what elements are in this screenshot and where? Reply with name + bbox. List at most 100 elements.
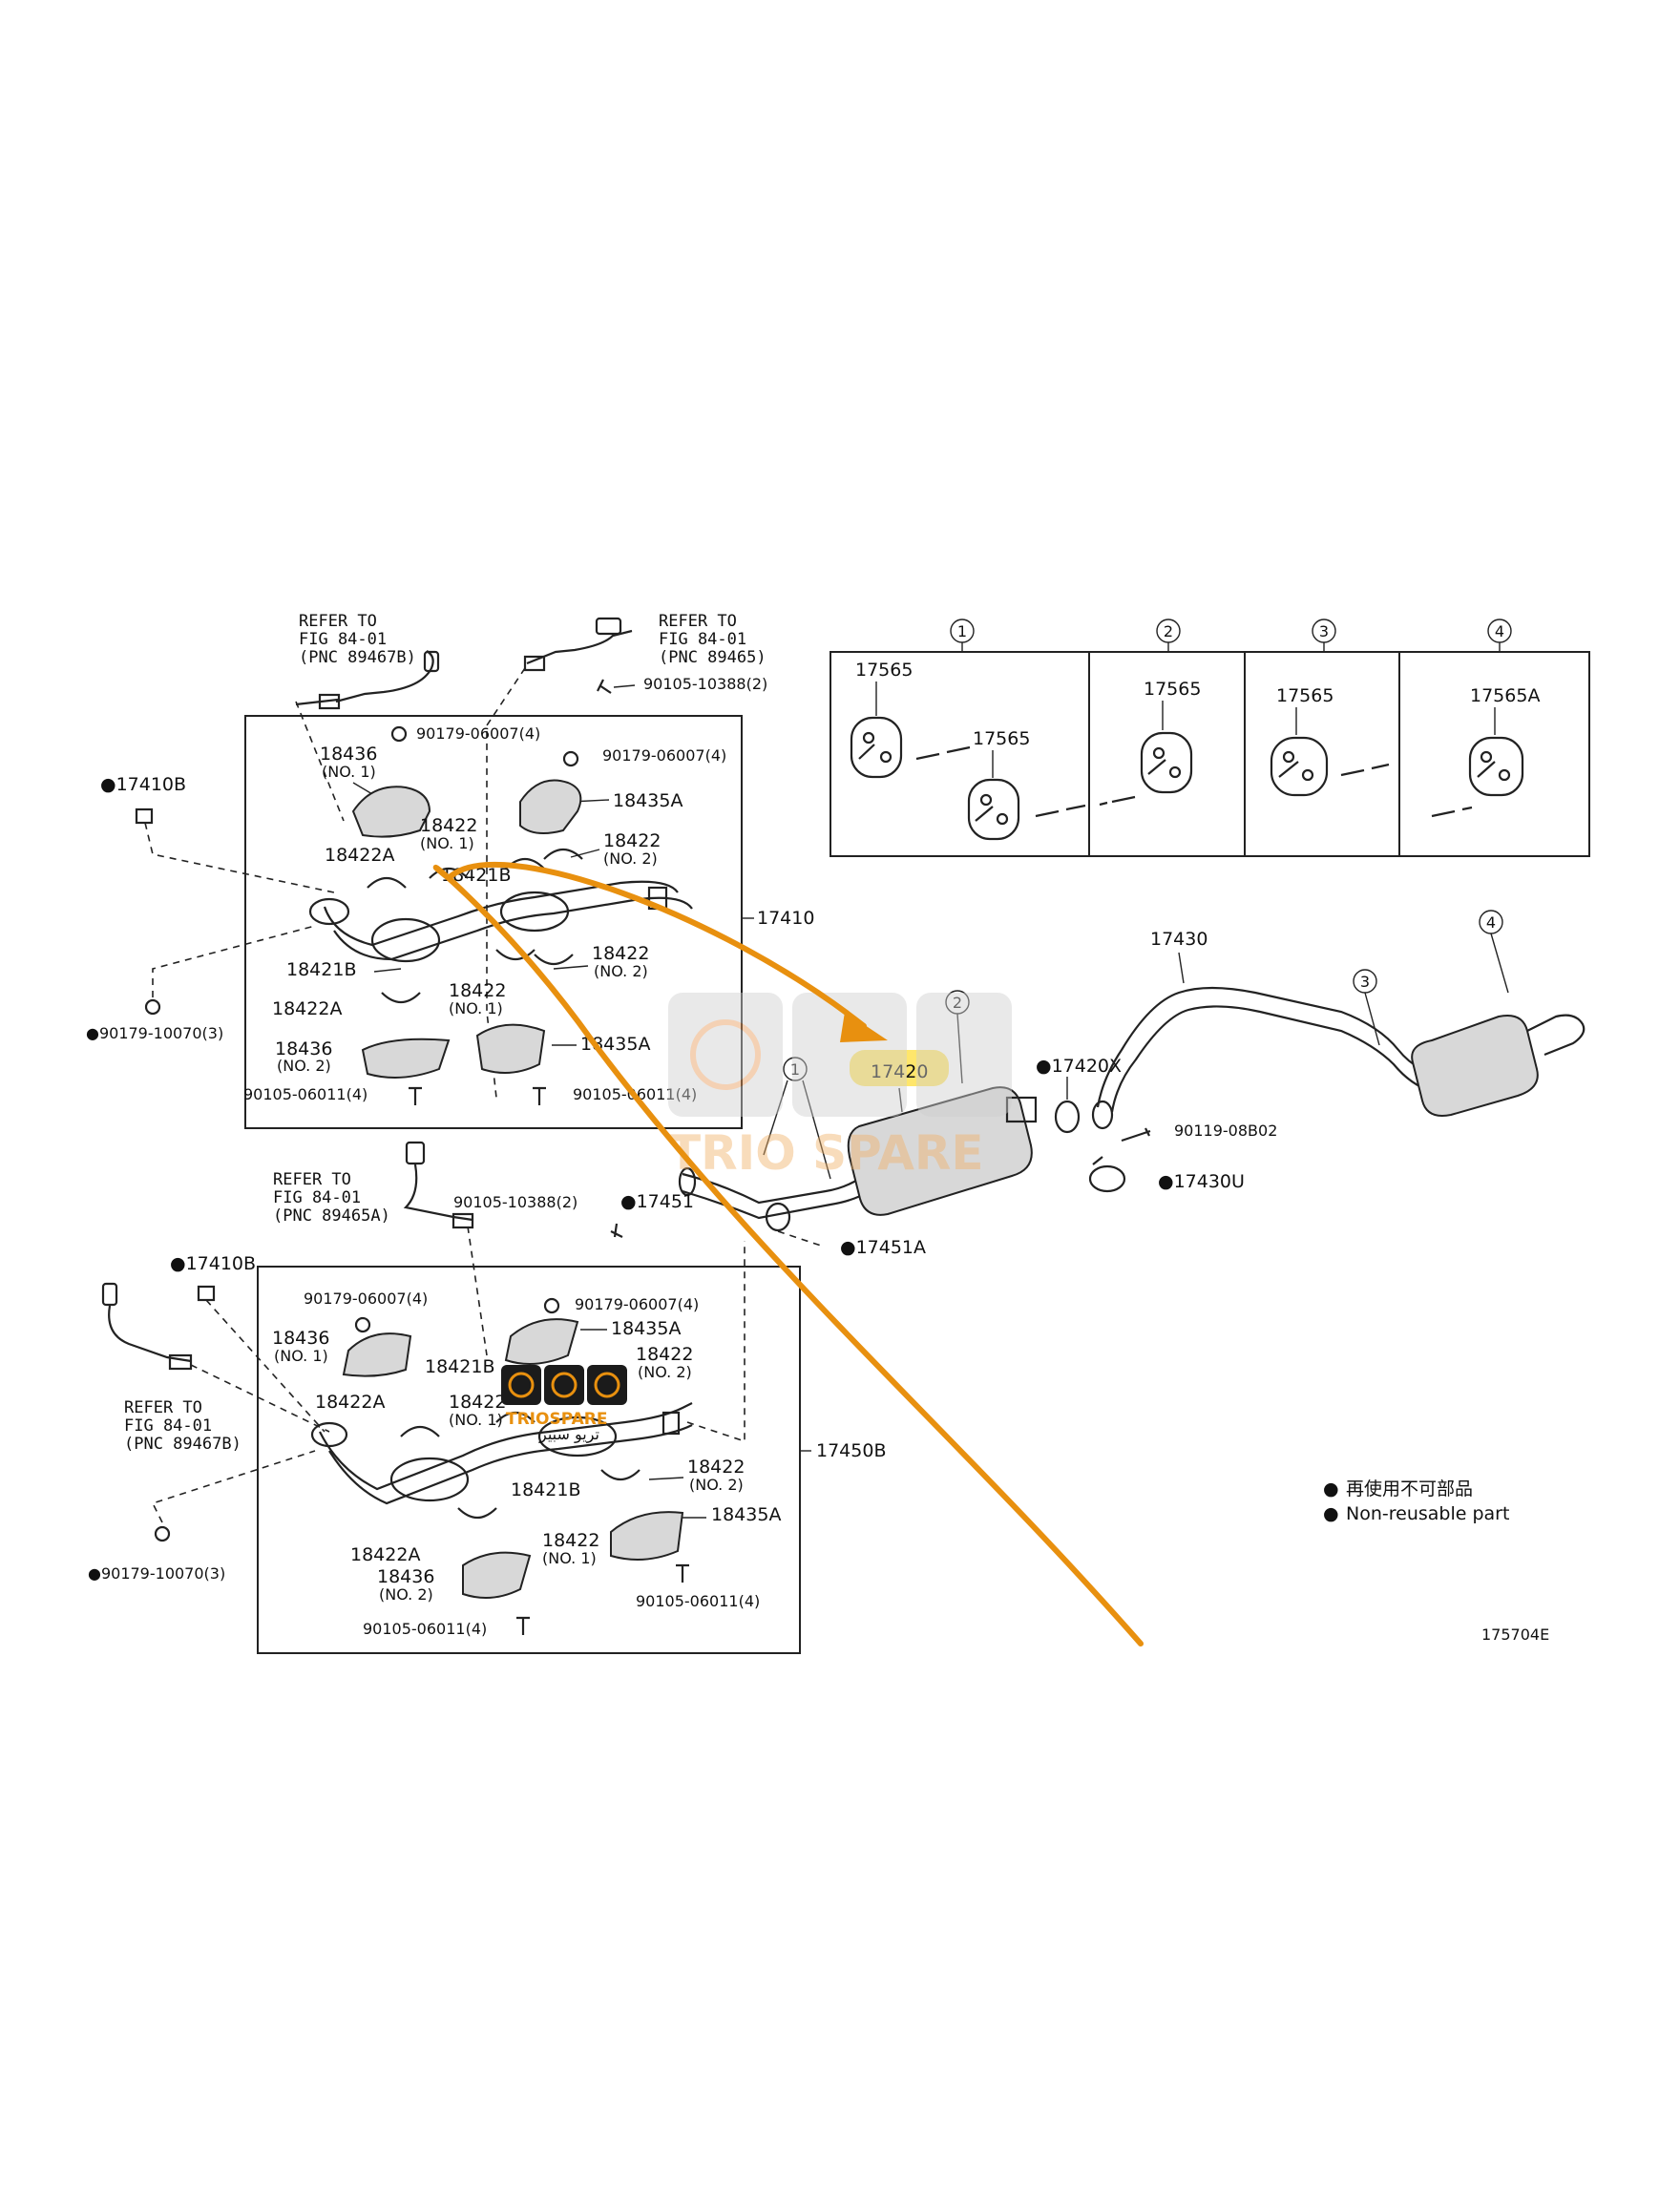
part-label: 18422 xyxy=(592,943,649,964)
part-label: ●17420X xyxy=(1036,1056,1122,1077)
panel-number-4: 4 xyxy=(1487,619,1512,652)
hanger-part-label: 17565 xyxy=(1276,685,1334,706)
refer-label: (PNC 89467B) xyxy=(299,648,416,667)
part-sub-label: (NO. 2) xyxy=(594,962,648,980)
figure-id: 175704E xyxy=(1481,1625,1549,1644)
front-exhaust-pipe-icon xyxy=(310,1402,693,1520)
refer-label: REFER TO xyxy=(273,1170,351,1189)
legend-bullet: ● xyxy=(1323,1503,1339,1524)
gasket-icon xyxy=(1054,1100,1081,1134)
rubber-hanger-icon xyxy=(967,778,1020,841)
part-label: ●90179-10070(3) xyxy=(86,1024,223,1042)
callout-3: 3 xyxy=(1353,969,1380,1046)
part-label: ●90179-10070(3) xyxy=(88,1564,225,1583)
gasket-icon xyxy=(135,807,154,825)
watermark-text: TRIO SPARE xyxy=(668,1125,984,1181)
bolt-icon xyxy=(409,1086,422,1105)
callout-2: 2 xyxy=(945,990,970,1084)
part-label: 18421B xyxy=(511,1479,580,1500)
part-sub-label: (NO. 1) xyxy=(274,1347,328,1365)
part-label: 90119-08B02 xyxy=(1174,1122,1277,1140)
muffler-icon xyxy=(847,1086,1038,1216)
panel-number-2: 2 xyxy=(1156,619,1181,652)
legend: ● 再使用不可部品 ● Non-reusable part xyxy=(1323,1478,1509,1524)
heat-insulator-icon xyxy=(361,1038,451,1079)
part-label: 18436 xyxy=(377,1566,434,1587)
heat-insulator-icon xyxy=(475,1023,546,1074)
gasket-icon xyxy=(197,1285,216,1302)
part-sub-label: (NO. 2) xyxy=(689,1476,744,1494)
svg-text:4: 4 xyxy=(1486,913,1496,932)
watermark-small: TRIOSPARE تريو سبير xyxy=(501,1365,627,1444)
hanger-panels-frame xyxy=(830,651,1590,857)
part-label: 90179-06007(4) xyxy=(575,1295,699,1313)
part-label: 18421B xyxy=(286,959,356,980)
refer-label: (PNC 89465) xyxy=(659,648,766,667)
part-label: 18422 xyxy=(449,1392,506,1413)
hanger-part-label: 17565 xyxy=(855,660,913,681)
refer-label: FIG 84-01 xyxy=(659,630,746,649)
part-label: 18436 xyxy=(275,1038,332,1059)
middle-section: 17420 ●17420X 17430 90119-08B02 ●17430U … xyxy=(453,910,1586,1258)
part-label: 18422A xyxy=(315,1392,385,1413)
svg-text:2: 2 xyxy=(953,994,962,1012)
part-label: 90179-06007(4) xyxy=(304,1290,428,1308)
part-label: 18422A xyxy=(325,845,394,866)
legend-text-jp: 再使用不可部品 xyxy=(1346,1478,1473,1499)
nut-icon xyxy=(562,750,579,767)
heat-insulator-icon xyxy=(342,1332,412,1377)
bolt-icon xyxy=(1121,1127,1151,1143)
rubber-hanger-icon xyxy=(1140,731,1193,794)
panel-number-3: 3 xyxy=(1312,619,1336,652)
svg-text:3: 3 xyxy=(1360,973,1370,991)
callout-1: 1 xyxy=(763,1057,831,1180)
part-sub-label: (NO. 1) xyxy=(542,1549,597,1567)
assembly-17450B-label: 17450B xyxy=(816,1440,886,1461)
clamp-icon xyxy=(1088,1156,1126,1193)
svg-text:1: 1 xyxy=(790,1060,800,1079)
part-label: 18422 xyxy=(603,830,661,851)
heat-insulator-icon xyxy=(351,786,431,838)
part-label: 18421B xyxy=(425,1356,494,1377)
bolt-icon xyxy=(516,1616,530,1635)
part-label: 18422A xyxy=(272,998,342,1019)
gasket-icon xyxy=(765,1202,791,1232)
part-sub-label: (NO. 2) xyxy=(603,849,658,868)
lower-group: 17450B REFER TO FIG 84-01 (PNC 89465A) R… xyxy=(88,1141,886,1654)
watermark: TRIO SPARE xyxy=(668,993,1012,1181)
hanger-panels: 1 2 3 4 17565 17565 xyxy=(830,619,1590,857)
hanger-part-label: 17565A xyxy=(1470,685,1540,706)
nut-icon xyxy=(543,1297,560,1314)
part-label: 18422 xyxy=(449,980,506,1001)
upper-group-frame xyxy=(244,715,743,1129)
heat-insulator-icon xyxy=(462,1551,532,1599)
part-label: ●17410B xyxy=(100,774,186,795)
part-sub-label: (NO. 2) xyxy=(277,1057,331,1075)
callout-4: 4 xyxy=(1479,910,1509,994)
part-sub-label: (NO. 1) xyxy=(420,834,474,852)
part-label-highlighted: 17420 xyxy=(871,1061,928,1082)
lower-group-frame xyxy=(257,1266,801,1654)
front-exhaust-pipe-icon xyxy=(308,848,693,1004)
oxygen-sensor-icon xyxy=(101,1282,193,1371)
oxygen-sensor-icon xyxy=(523,617,633,672)
part-label: ●17430U xyxy=(1158,1171,1245,1192)
watermark-small-text: TRIOSPARE xyxy=(506,1410,607,1429)
refer-label: REFER TO xyxy=(659,612,737,631)
rubber-hanger-icon xyxy=(1468,736,1524,797)
legend-bullet: ● xyxy=(1323,1478,1339,1499)
part-label: 18422 xyxy=(687,1457,745,1478)
svg-text:2: 2 xyxy=(1164,622,1173,640)
rubber-hanger-icon xyxy=(1270,736,1329,797)
part-sub-label: (NO. 1) xyxy=(322,763,376,781)
tail-pipe-icon xyxy=(1091,986,1586,1130)
part-label: 17430 xyxy=(1150,929,1208,950)
orange-annotation-arrow xyxy=(432,862,1144,1646)
part-label: 18436 xyxy=(272,1328,329,1349)
svg-text:4: 4 xyxy=(1495,622,1504,640)
svg-text:3: 3 xyxy=(1319,622,1329,640)
svg-text:1: 1 xyxy=(957,622,967,640)
bolt-icon xyxy=(533,1086,546,1105)
highlight-marker xyxy=(850,1050,949,1086)
